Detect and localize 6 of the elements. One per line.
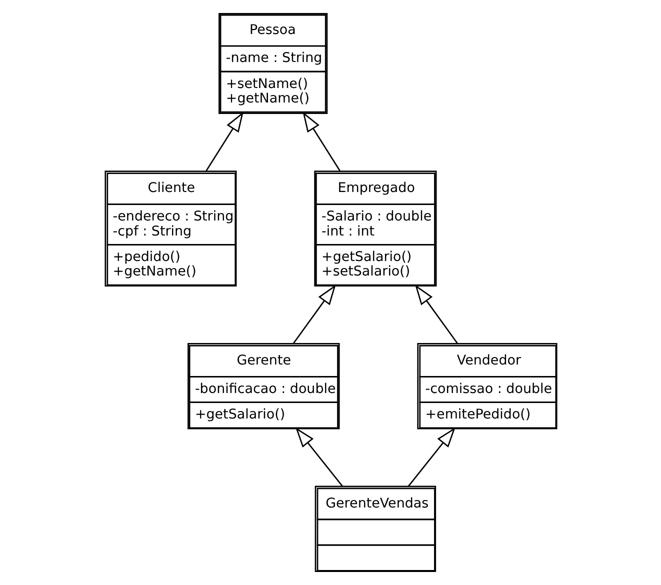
arrow: [414, 284, 458, 344]
arrow: [302, 112, 340, 172]
arrow: [294, 427, 343, 487]
arrow: [205, 112, 243, 172]
arrow: [292, 284, 336, 344]
arrow: [407, 427, 455, 487]
